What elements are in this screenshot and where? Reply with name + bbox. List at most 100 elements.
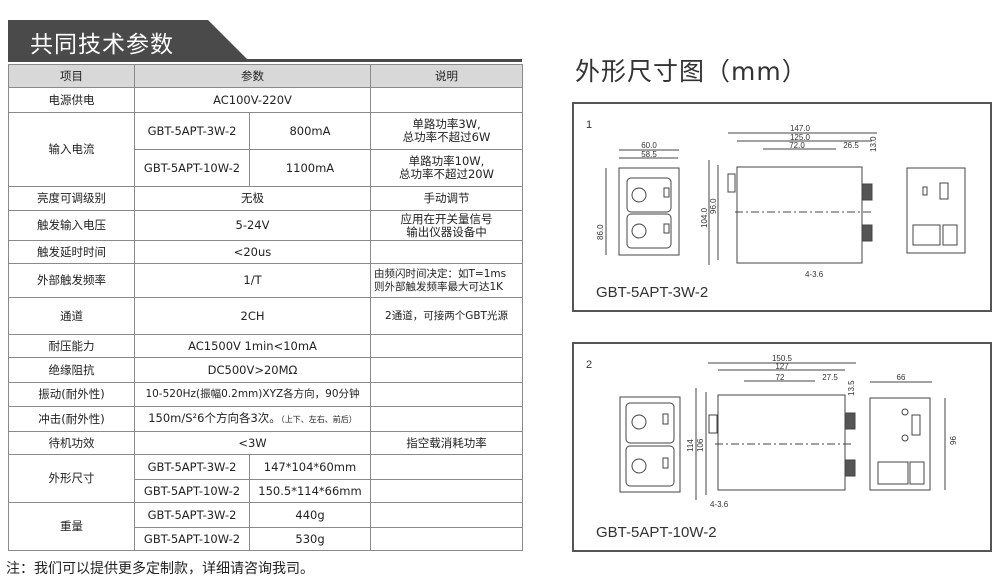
- row-label: 待机功效: [8, 431, 135, 455]
- row-note: [370, 502, 523, 528]
- section-title-banner: 共同技术参数: [8, 20, 248, 60]
- row-note: 应用在开关量信号输出仪器设备中: [370, 210, 523, 241]
- note-line: 应用在开关量信号: [400, 211, 493, 226]
- drawing-2: 2 GBT-5APT-10W-2 150.5 127 72 27.5 13.5 …: [586, 354, 957, 541]
- dim-label: 150.5: [772, 354, 793, 363]
- diagram-index: 2: [586, 359, 592, 371]
- table-row: 电源供电 AC100V-220V: [8, 87, 523, 113]
- row-value: 147*104*60mm: [249, 454, 371, 480]
- drawing-1: 1 GBT-5APT-3W-2 60.0 58.5 86.0 147.0 125…: [586, 119, 966, 301]
- row-note: [370, 406, 523, 432]
- row-value: <3W: [134, 431, 371, 455]
- front-view: [618, 167, 680, 256]
- knob-icon: [631, 187, 647, 203]
- table-row: 振动(耐外性) 10-520Hz(振幅0.2mm)XYZ各方向，90分钟: [8, 382, 523, 407]
- dim-label: 13.0: [869, 136, 878, 152]
- divider: [8, 59, 522, 62]
- row-value: AC100V-220V: [134, 87, 371, 113]
- row-value: 150m/S²6个方向各3次。（上下、左右、前后）: [134, 406, 371, 432]
- knob-icon: [631, 458, 647, 474]
- dim-label: 104.0: [700, 207, 709, 228]
- table-row: GBT-5APT-10W-2 530g: [9, 527, 523, 551]
- table-row: 外形尺寸 GBT-5APT-3W-2 147*104*60mm: [8, 454, 523, 503]
- note-line: 总功率不超过20W: [398, 167, 494, 181]
- rear-view: [906, 167, 966, 254]
- header-note: 说明: [370, 64, 523, 88]
- diagram-model-label: GBT-5APT-3W-2: [596, 284, 708, 301]
- model-cell: GBT-5APT-10W-2: [134, 527, 250, 551]
- table-row: 触发延时时间 <20us: [8, 240, 523, 264]
- table-row: 重量 GBT-5APT-3W-2 440g: [8, 502, 523, 551]
- table-row: 待机功效 <3W 指空载消耗功率: [8, 431, 523, 455]
- note-line: 输出仪器设备中: [406, 224, 487, 239]
- row-note: [370, 454, 523, 480]
- header-item: 项目: [8, 64, 135, 88]
- dim-label: 26.5: [843, 141, 859, 150]
- dim-label: 4-3.6: [805, 270, 824, 279]
- row-value: 530g: [249, 527, 371, 551]
- table-row: GBT-5APT-10W-2 150.5*114*66mm: [9, 479, 523, 503]
- row-label: 输入电流: [8, 112, 135, 187]
- dim-label: 106: [696, 438, 705, 452]
- table-row: 触发输入电压 5-24V 应用在开关量信号输出仪器设备中: [8, 210, 523, 241]
- row-note: [370, 357, 523, 383]
- model-cell: GBT-5APT-3W-2: [134, 112, 250, 150]
- row-label: 振动(耐外性): [8, 382, 135, 407]
- dim-label: 13.5: [847, 380, 856, 396]
- model-cell: GBT-5APT-10W-2: [134, 479, 250, 503]
- dim-label: 58.5: [641, 150, 657, 159]
- row-value: 2CH: [134, 297, 371, 335]
- note-line: 单路功率10W,: [408, 154, 485, 168]
- footnote: 注：我们可以提供更多定制款，详细请咨询我司。: [6, 561, 314, 577]
- row-note: 单路功率3W,总功率不超过6W: [370, 112, 523, 150]
- front-view: [619, 396, 681, 493]
- note-line: 单路功率3W,: [412, 117, 481, 131]
- row-value: 800mA: [249, 112, 371, 150]
- section-title: 共同技术参数: [30, 32, 174, 58]
- dim-label: 147.0: [790, 124, 811, 133]
- row-note: [370, 527, 523, 551]
- row-value: 1/T: [134, 263, 371, 298]
- row-note: 手动调节: [370, 186, 523, 211]
- rear-view: [869, 397, 931, 491]
- table-row: 耐压能力 AC1500V 1min<10mA: [8, 334, 523, 358]
- row-label: 触发延时时间: [8, 240, 135, 264]
- row-label: 重量: [8, 502, 135, 551]
- dim-label: 4-3.6: [710, 500, 729, 509]
- row-value: 1100mA: [249, 149, 371, 187]
- table-row: 冲击(耐外性) 150m/S²6个方向各3次。（上下、左右、前后）: [8, 406, 523, 432]
- table-row: 绝缘阻抗 DC500V>20MΩ: [8, 357, 523, 383]
- dim-label: 72: [776, 373, 785, 382]
- dim-label: 27.5: [822, 373, 838, 382]
- dim-label: 72.0: [789, 141, 805, 150]
- dim-label: 86.0: [596, 224, 605, 240]
- diagram-box-2: [572, 342, 992, 552]
- knob-icon: [631, 414, 647, 430]
- dim-label: 60.0: [641, 141, 657, 150]
- dim-label: 96.0: [709, 198, 718, 214]
- shock-value: 150m/S²6个方向各3次。: [148, 411, 281, 425]
- table-header: 项目 参数 说明: [8, 64, 523, 88]
- note-line: 则外部触发频率最大可达1K: [374, 280, 504, 293]
- dim-label: 127: [775, 362, 789, 371]
- dim-label: 125.0: [790, 133, 811, 142]
- note-line: 由频闪时间决定：如T=1ms: [374, 267, 507, 280]
- shock-directions: （上下、左右、前后）: [280, 415, 357, 424]
- row-value: <20us: [134, 240, 371, 264]
- row-note: [370, 240, 523, 264]
- diagram-title: 外形尺寸图（mm）: [575, 57, 808, 86]
- diagram-box-1: [572, 102, 992, 312]
- knob-icon: [631, 223, 647, 239]
- table-row: 输入电流 GBT-5APT-3W-2 800mA 单路功率3W,总功率不超过6W: [8, 112, 523, 187]
- dim-label: 96: [948, 436, 957, 445]
- side-view: [717, 394, 846, 491]
- dim-label: 114: [686, 439, 695, 452]
- table-row: 亮度可调级别 无极 手动调节: [8, 186, 523, 211]
- diagram-model-label: GBT-5APT-10W-2: [596, 524, 717, 541]
- note-line: 总功率不超过6W: [402, 130, 491, 144]
- spec-table: 项目 参数 说明 电源供电 AC100V-220V 输入电流 GBT-5APT-…: [8, 64, 523, 551]
- dim-label: 66: [897, 373, 906, 382]
